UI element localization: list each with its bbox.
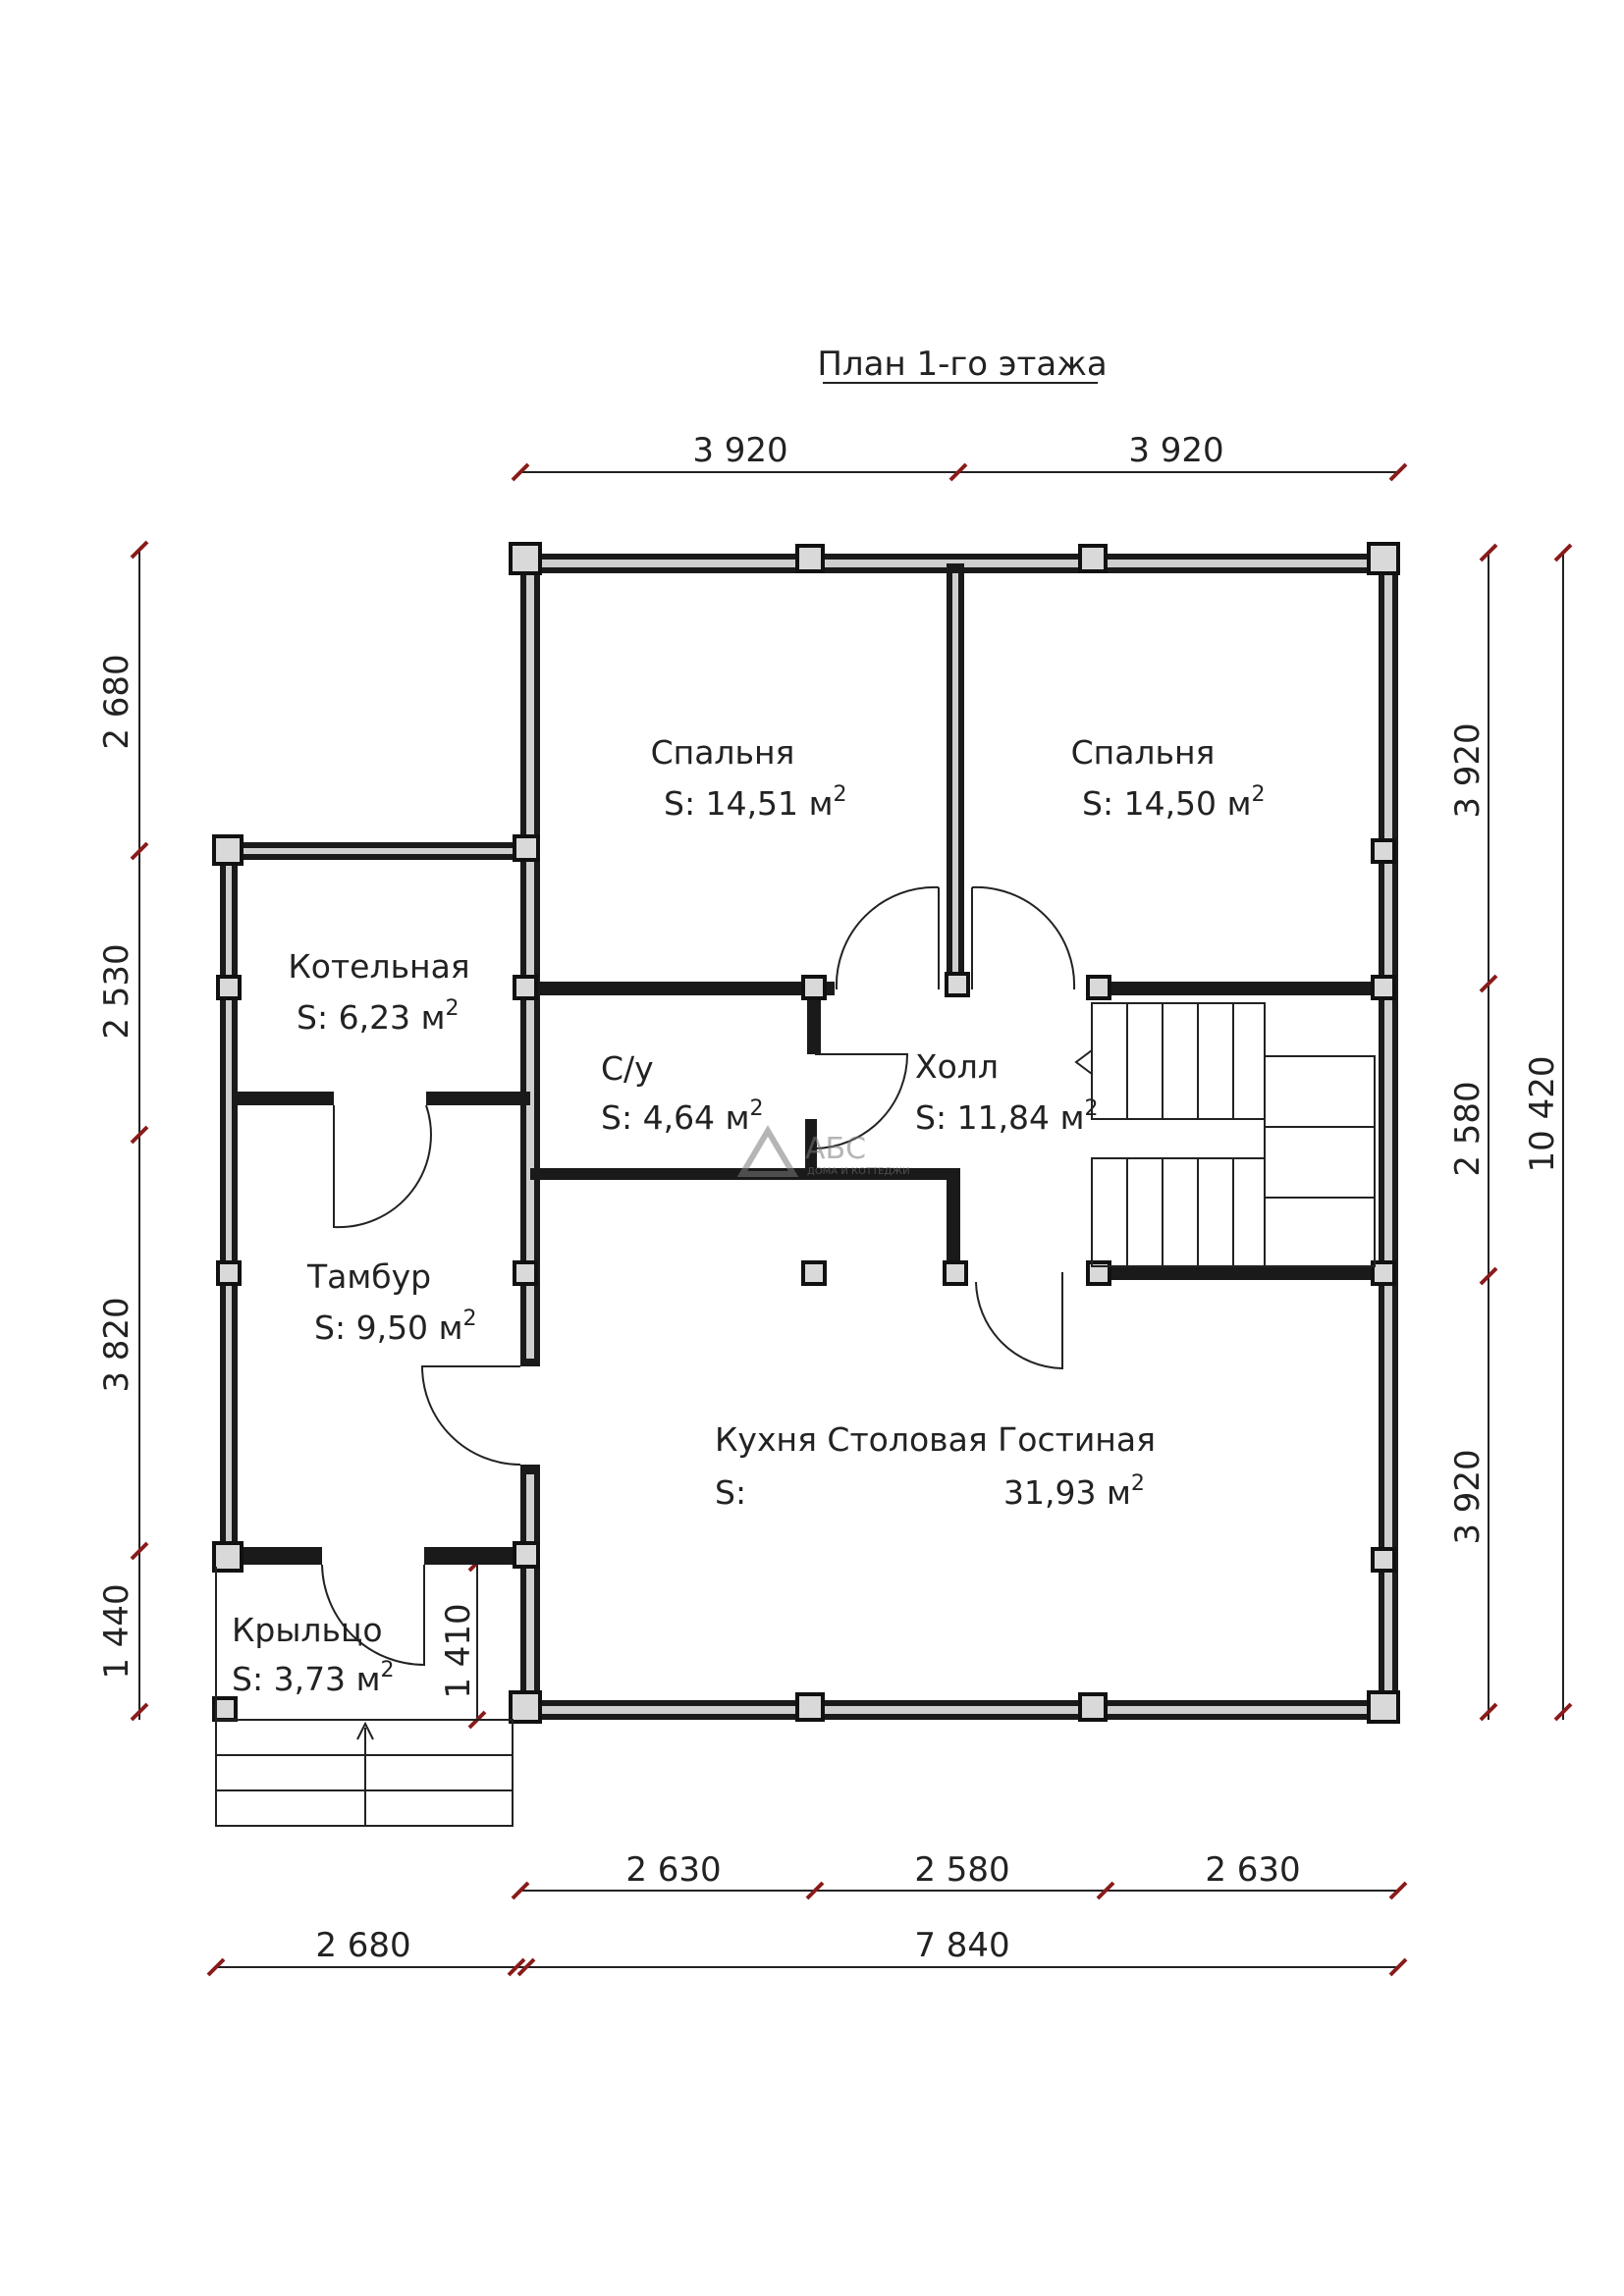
area-exp: 2 <box>462 1307 476 1331</box>
dim-porch: 1 410 <box>439 1603 478 1698</box>
area-exp: 2 <box>833 782 846 807</box>
dimension-bottom-inner: 2 630 2 580 2 630 <box>511 1850 1408 1900</box>
area-prefix: S: <box>664 784 695 823</box>
dim-top-2: 3 920 <box>1128 431 1223 470</box>
area-unit: м <box>726 1098 750 1137</box>
porch-steps <box>215 1567 514 1827</box>
room-bedroom-right: Спальня S: 14,50 м2 <box>1071 733 1266 823</box>
area-prefix: S: <box>1082 784 1113 823</box>
area-prefix: S: <box>232 1660 263 1698</box>
room-name: Спальня <box>1071 733 1216 772</box>
svg-text:S: 11,84 м2: S: 11,84 м2 <box>915 1096 1098 1137</box>
room-vestibule: Тамбур S: 9,50 м2 <box>306 1257 477 1347</box>
room-wc: С/у S: 4,64 м2 <box>601 1049 763 1137</box>
svg-text:S: 3,73 м2: S: 3,73 м2 <box>232 1658 394 1698</box>
room-name: Холл <box>915 1047 999 1086</box>
dim-right-2: 2 580 <box>1448 1081 1488 1176</box>
area-value: 31,93 <box>1003 1473 1096 1512</box>
svg-text:S: 14,50 м2: S: 14,50 м2 <box>1082 782 1265 823</box>
area-prefix: S: <box>314 1308 346 1347</box>
dim-left-3: 3 820 <box>97 1297 136 1392</box>
svg-text:S: 4,64 м2: S: 4,64 м2 <box>601 1096 763 1137</box>
area-exp: 2 <box>1251 782 1265 807</box>
dimension-left: 2 680 2 530 3 820 1 440 <box>97 540 149 1722</box>
area-exp: 2 <box>749 1096 763 1121</box>
area-prefix: S: <box>915 1098 947 1137</box>
dim-right-3: 3 920 <box>1448 1449 1488 1544</box>
area-prefix: S: <box>601 1098 632 1137</box>
svg-text:S: 9,50 м2: S: 9,50 м2 <box>314 1307 476 1347</box>
room-name: Кухня Столовая Гостиная <box>715 1420 1156 1459</box>
area-value: 11,84 <box>957 1098 1050 1137</box>
dim-right-total: 10 420 <box>1523 1056 1562 1173</box>
area-unit: м <box>809 784 834 823</box>
area-unit: м <box>1107 1473 1131 1512</box>
dim-left-1: 2 680 <box>97 654 136 749</box>
dim-bottom-outer-1: 2 680 <box>315 1926 410 1965</box>
area-prefix: S: <box>297 998 328 1037</box>
room-kitchen: Кухня Столовая Гостиная S: 31,93 м2 <box>715 1420 1156 1512</box>
dim-bottom-2: 2 580 <box>914 1850 1009 1890</box>
area-value: 3,73 <box>274 1660 346 1698</box>
dim-bottom-3: 2 630 <box>1205 1850 1300 1890</box>
room-name: Тамбур <box>306 1257 431 1296</box>
dim-right-1: 3 920 <box>1448 722 1488 818</box>
logo-subtext: ДОМА И КОТТЕДЖИ <box>807 1166 910 1177</box>
area-unit: м <box>439 1308 463 1347</box>
room-boiler: Котельная S: 6,23 м2 <box>288 947 469 1037</box>
area-exp: 2 <box>445 996 459 1021</box>
room-porch: Крыльцо S: 3,73 м2 <box>232 1611 394 1698</box>
svg-text:S: 14,51 м2: S: 14,51 м2 <box>664 782 846 823</box>
area-value: 6,23 <box>339 998 410 1037</box>
room-bedroom-left: Спальня S: 14,51 м2 <box>651 733 847 823</box>
area-value: 14,50 <box>1124 784 1217 823</box>
plan-title: План 1-го этажа <box>817 345 1107 384</box>
dimension-top: 3 920 3 920 <box>511 431 1408 482</box>
area-exp: 2 <box>1131 1471 1145 1496</box>
room-hall: Холл S: 11,84 м2 <box>915 1047 1098 1137</box>
logo-mark-icon <box>736 1125 799 1177</box>
doors <box>321 885 1076 1667</box>
dim-top-1: 3 920 <box>692 431 787 470</box>
area-unit: м <box>1227 784 1252 823</box>
dim-bottom-outer-2: 7 840 <box>914 1926 1009 1965</box>
dimension-porch: 1 410 <box>439 1553 487 1730</box>
room-name: Спальня <box>651 733 795 772</box>
area-exp: 2 <box>1084 1096 1098 1121</box>
area-prefix: S: <box>715 1473 746 1512</box>
area-exp: 2 <box>380 1658 394 1682</box>
dim-left-2: 2 530 <box>97 943 136 1039</box>
area-unit: м <box>421 998 446 1037</box>
area-value: 4,64 <box>643 1098 715 1137</box>
room-name: Крыльцо <box>232 1611 383 1649</box>
dimension-right: 3 920 2 580 3 920 10 420 <box>1448 543 1573 1722</box>
area-unit: м <box>356 1660 381 1698</box>
logo-text: АБС <box>805 1132 866 1166</box>
posts <box>212 542 1400 1724</box>
dimension-bottom-outer: 2 680 7 840 <box>206 1926 1408 1977</box>
area-unit: м <box>1060 1098 1085 1137</box>
area-value: 14,51 <box>706 784 798 823</box>
area-value: 9,50 <box>356 1308 428 1347</box>
dim-bottom-1: 2 630 <box>625 1850 721 1890</box>
svg-text:31,93 м2: 31,93 м2 <box>1003 1471 1145 1512</box>
svg-text:S: 6,23 м2: S: 6,23 м2 <box>297 996 459 1037</box>
stairs <box>1074 1002 1376 1267</box>
room-name: С/у <box>601 1049 654 1088</box>
dim-left-4: 1 440 <box>97 1583 136 1679</box>
company-logo: АБС ДОМА И КОТТЕДЖИ <box>736 1125 910 1177</box>
room-name: Котельная <box>288 947 469 986</box>
